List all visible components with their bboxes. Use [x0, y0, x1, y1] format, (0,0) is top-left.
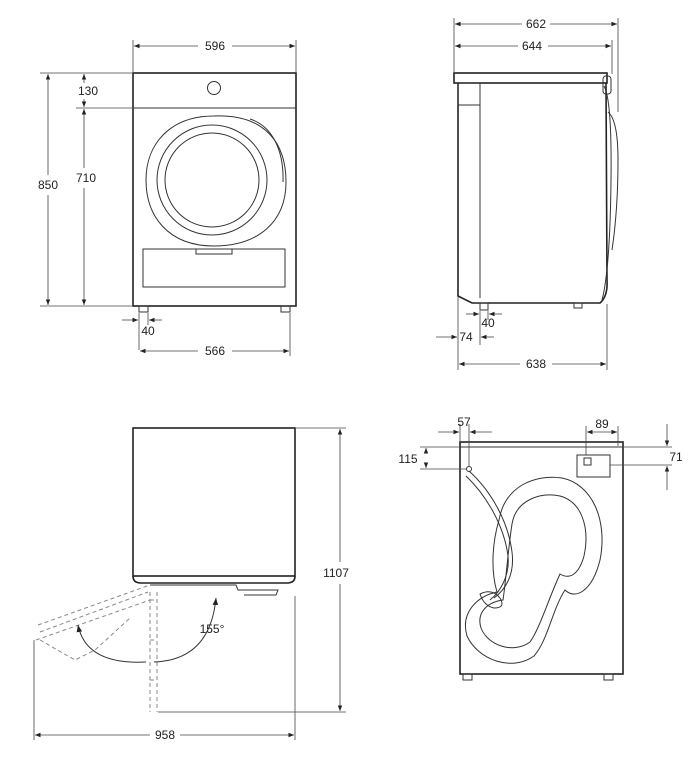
open-door-hinge-dashed [149, 592, 158, 712]
dim-front-foot-offset: 40 [141, 324, 155, 338]
front-right-foot [280, 305, 291, 313]
open-plinth [150, 584, 279, 596]
dim-rear-port-width: 89 [595, 417, 609, 431]
open-door-dashed [35, 584, 151, 641]
rear-right-foot [603, 673, 614, 681]
program-knob-icon [207, 81, 221, 95]
rear-port-icon [576, 454, 611, 478]
front-view: 596 850 130 710 40 566 [38, 39, 297, 358]
rear-drain-hose [468, 470, 514, 599]
door-open-view: 155° 1107 958 [33, 427, 349, 742]
dim-open-width: 958 [155, 728, 175, 742]
open-cabinet-base [132, 575, 296, 584]
side-cabinet [457, 82, 608, 304]
rear-cabinet [459, 441, 624, 675]
side-view: 662 644 40 74 638 [436, 17, 619, 371]
door-arc-right [153, 597, 219, 663]
rear-left-foot [462, 673, 473, 681]
rear-drain-hose-inner [465, 475, 509, 601]
side-front-foot [479, 302, 489, 311]
front-cabinet [132, 72, 297, 307]
side-knob-icon [602, 75, 612, 95]
dim-front-foot-span: 566 [205, 344, 225, 358]
side-door-bulge [601, 85, 612, 301]
dim-side-foot-depth: 638 [526, 357, 546, 371]
dim-door-open-angle: 155° [200, 622, 225, 636]
dim-open-height: 1107 [323, 566, 349, 580]
side-front-panel-edge [458, 104, 481, 298]
side-door-arc [607, 111, 619, 251]
side-top-lid [453, 72, 608, 84]
dim-front-height-total: 850 [38, 178, 58, 192]
door-icon [145, 115, 287, 247]
rear-hose-outlet [466, 466, 472, 472]
dim-front-door-height: 710 [76, 171, 96, 185]
side-water-tank [457, 82, 481, 106]
rear-drum-outline [465, 476, 603, 664]
door-arc-left [76, 624, 147, 663]
side-rear-foot [573, 302, 583, 309]
rear-port-connector [583, 457, 592, 466]
dim-side-foot-offset: 40 [481, 316, 495, 330]
plinth-handle [195, 249, 233, 255]
dim-side-rear-offset: 74 [459, 330, 473, 344]
front-left-foot [138, 305, 149, 313]
dim-rear-hose-x: 57 [457, 415, 471, 429]
rear-hose-clip [479, 591, 503, 609]
dim-front-width: 596 [205, 39, 225, 53]
dim-side-body-depth: 644 [522, 39, 542, 53]
open-cabinet [132, 427, 296, 577]
dim-rear-hose-y: 115 [398, 452, 417, 466]
plinth-filter-panel [142, 248, 286, 288]
rear-view: 57 115 89 71 [398, 415, 683, 681]
dim-rear-port-y: 71 [669, 450, 683, 464]
dim-side-total-depth: 662 [526, 17, 546, 31]
open-door-panel-dashed [39, 617, 131, 661]
dim-front-top-panel: 130 [78, 84, 98, 98]
